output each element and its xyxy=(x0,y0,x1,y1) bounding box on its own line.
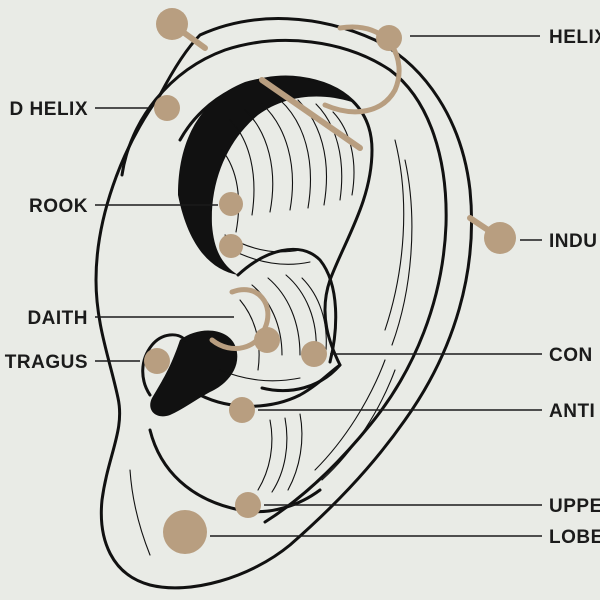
tragus-stud xyxy=(144,348,170,374)
label-conch: CON xyxy=(549,345,593,366)
helix-inner-rim xyxy=(120,38,448,524)
label-daith: DAITH xyxy=(27,308,88,329)
label-upper-lobe: UPPE xyxy=(549,496,600,517)
label-helix: HELIX xyxy=(549,27,600,48)
tragus-outline xyxy=(141,333,187,397)
conch-stud xyxy=(301,341,327,367)
leader-lines xyxy=(95,35,542,537)
label-rook: ROOK xyxy=(29,196,88,217)
label-anti-tragus: ANTI xyxy=(549,401,595,422)
industrial-stud xyxy=(484,222,516,254)
label-industrial: INDU xyxy=(549,231,597,252)
rook-stud-bottom xyxy=(219,234,243,258)
lobe-stud xyxy=(163,510,207,554)
industrial-bar xyxy=(259,77,363,151)
antitragus-outline xyxy=(198,363,342,408)
helix-stud xyxy=(376,25,402,51)
lobe-hatching xyxy=(129,413,303,556)
daith-stud xyxy=(254,327,280,353)
concha-edge xyxy=(236,247,338,364)
helix-hoop xyxy=(322,24,402,115)
rook-stud-top xyxy=(219,192,243,216)
anti-tragus-stud xyxy=(229,397,255,423)
upper-cavity-shadow xyxy=(178,76,352,275)
rim-hatching xyxy=(314,139,413,481)
labels: HELIX D HELIX INDU ROOK DAITH TRAGUS CON… xyxy=(5,27,600,548)
jewelry xyxy=(144,8,516,554)
upper-lobe-stud xyxy=(235,492,261,518)
label-tragus: TRAGUS xyxy=(5,352,88,373)
top-rim-stud xyxy=(156,8,188,40)
label-lobe: LOBE xyxy=(549,527,600,548)
forward-helix-stud xyxy=(154,95,180,121)
ear-canal xyxy=(150,330,238,417)
label-forward-helix: D HELIX xyxy=(10,99,88,120)
ear-outer-outline xyxy=(94,17,474,590)
ear-illustration xyxy=(94,17,474,590)
